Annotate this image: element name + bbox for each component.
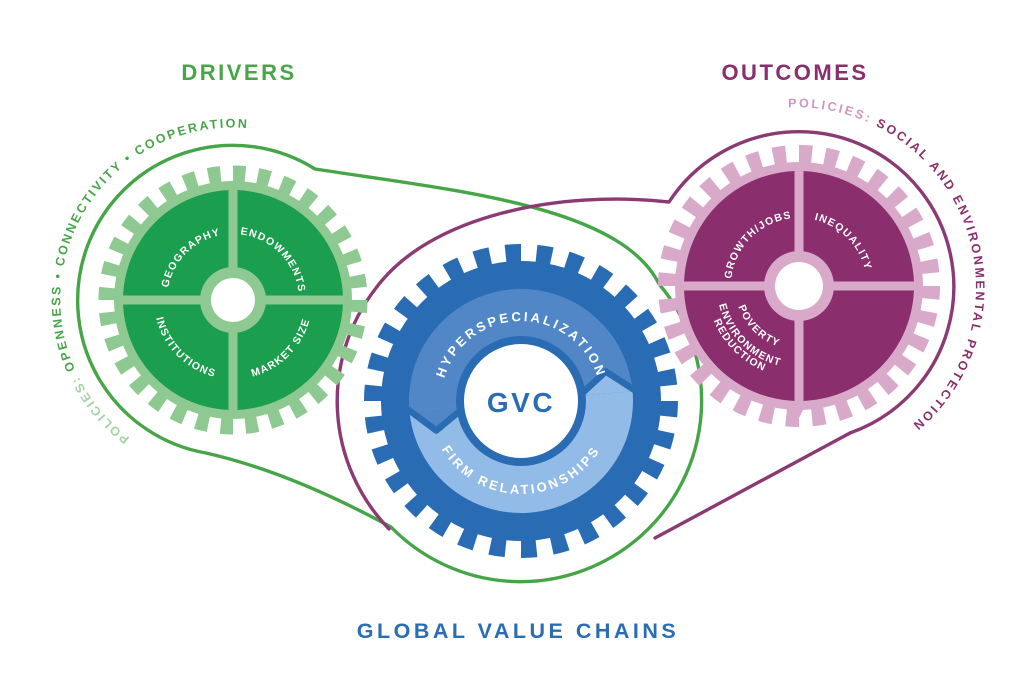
drivers-header: DRIVERS [181, 60, 296, 85]
drivers-gear-teeth [98, 165, 368, 435]
gvc-band-chevron-right-seam [573, 368, 642, 402]
outcomes-belt-line-right [653, 431, 852, 540]
gvc-hub-disc [464, 344, 578, 458]
gvc-center-label: GVC [487, 387, 555, 418]
gvc-band-chevron-right [582, 371, 633, 396]
global-value-chains-title: GLOBAL VALUE CHAINS [357, 619, 680, 643]
outcomes-gear: GROWTH/JOBS INEQUALITY ENVIRONMENT POVER… [658, 145, 940, 427]
outcomes-belt-line-left [335, 129, 956, 531]
gvc-band-bottom [409, 391, 633, 513]
drivers-gear: GEOGRAPHY ENDOWMENTS INSTITUTIONS MARKET… [98, 165, 368, 435]
outcomes-header: OUTCOMES [721, 60, 868, 85]
gvc-gear: HYPERSPECIALIZATION FIRM RELATIONSHIPS G… [364, 244, 678, 558]
gvc-gear-teeth [364, 244, 678, 558]
gvc-band-chevron-left [413, 406, 464, 431]
gvc-rotation-bands [404, 289, 642, 513]
outcomes-gear-hub-hole [775, 262, 823, 310]
outcomes-policies-label: POLICIES: [788, 96, 875, 126]
drivers-belt-line [75, 143, 704, 584]
drivers-gear-hub-hole [211, 278, 255, 322]
gvc-band-top [409, 289, 633, 411]
outcomes-gear-teeth [658, 145, 940, 427]
